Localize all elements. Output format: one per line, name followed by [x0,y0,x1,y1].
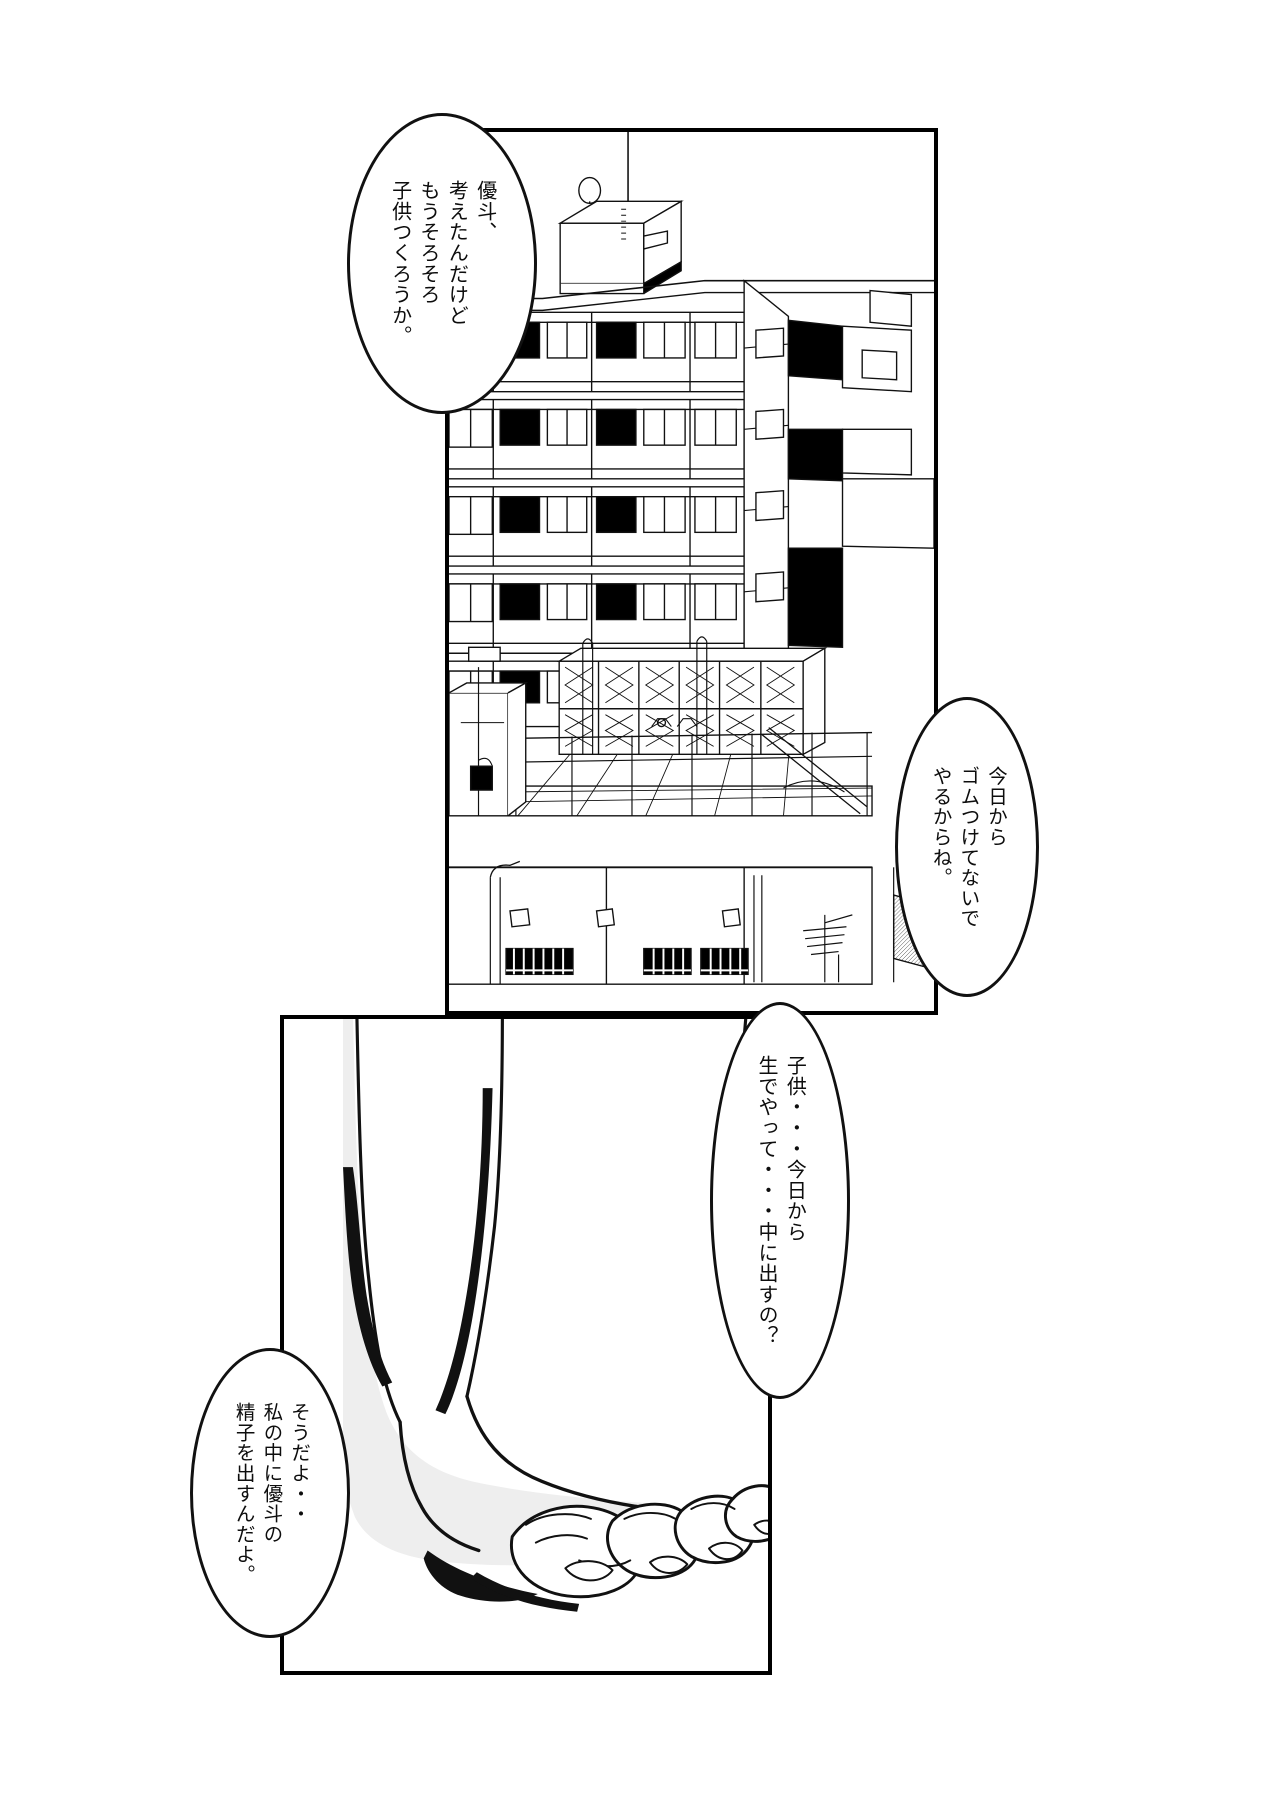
speech-balloon-no-condom: 今日から ゴムつけてないで やるからね。 [895,697,1039,997]
speech-balloon-no-condom-text: 今日から ゴムつけてないで やるからね。 [929,765,1006,929]
speech-balloon-husband-question-text: 子供・・・今日から 生でやって・・・中に出すの？ [755,1054,806,1347]
bare-foot-artwork [284,1019,768,1671]
speech-balloon-wife-answer-text: そうだよ・・ 私の中に優斗の 精子を出すんだよ。 [232,1401,309,1585]
speech-balloon-husband-question: 子供・・・今日から 生でやって・・・中に出すの？ [710,1002,850,1399]
panel-bare-foot [280,1015,772,1675]
speech-balloon-wife-proposal-text: 優斗、 考えたんだけど もうそろそろ 子供つくろうか。 [388,180,496,347]
speech-balloon-wife-answer: そうだよ・・ 私の中に優斗の 精子を出すんだよ。 [190,1348,350,1638]
speech-balloon-wife-proposal: 優斗、 考えたんだけど もうそろそろ 子供つくろうか。 [347,113,537,414]
